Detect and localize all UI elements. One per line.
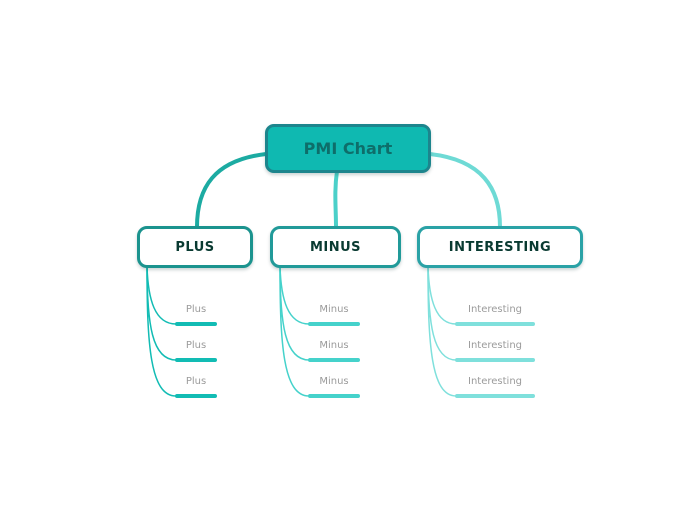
leaf-underline <box>308 322 360 326</box>
connector-plus-leaf-3 <box>146 265 177 397</box>
leaf-label: Plus <box>185 304 207 315</box>
leaf-label: Interesting <box>468 340 522 351</box>
leaf-node-plus-3[interactable]: Plus <box>175 374 217 398</box>
branch-node-plus[interactable]: PLUS <box>137 226 253 268</box>
leaf-label: Minus <box>319 304 349 315</box>
leaf-node-interesting-3[interactable]: Interesting <box>455 374 535 398</box>
leaf-label: Interesting <box>468 376 522 387</box>
branch-node-plus-label: PLUS <box>175 239 215 255</box>
connector-root-interesting <box>428 152 502 229</box>
leaf-label: Plus <box>185 376 207 387</box>
branch-node-interesting[interactable]: INTERESTING <box>417 226 583 268</box>
leaf-underline <box>308 394 360 398</box>
leaf-underline <box>455 394 535 398</box>
connector-plus-leaf-2 <box>146 265 177 361</box>
leaf-underline <box>455 322 535 326</box>
leaf-node-interesting-1[interactable]: Interesting <box>455 302 535 326</box>
leaf-node-minus-1[interactable]: Minus <box>308 302 360 326</box>
connector-interesting-leaf-3 <box>427 265 457 397</box>
leaf-label: Interesting <box>468 304 522 315</box>
connector-plus-leaf-1 <box>146 265 177 325</box>
connector-minus-leaf-3 <box>279 265 310 397</box>
leaf-node-plus-1[interactable]: Plus <box>175 302 217 326</box>
leaf-node-interesting-2[interactable]: Interesting <box>455 338 535 362</box>
connector-minus-leaf-2 <box>279 265 310 361</box>
connector-minus-leaf-1 <box>279 265 310 325</box>
root-node-label: PMI Chart <box>303 139 393 158</box>
leaf-underline <box>175 322 217 326</box>
connector-interesting-leaf-1 <box>427 265 457 325</box>
leaf-underline <box>175 358 217 362</box>
connector-interesting-leaf-2 <box>427 265 457 361</box>
leaf-label: Minus <box>319 376 349 387</box>
leaf-underline <box>175 394 217 398</box>
leaf-node-minus-2[interactable]: Minus <box>308 338 360 362</box>
root-node[interactable]: PMI Chart <box>265 124 431 173</box>
leaf-node-plus-2[interactable]: Plus <box>175 338 217 362</box>
connector-root-plus <box>195 152 268 229</box>
leaf-node-minus-3[interactable]: Minus <box>308 374 360 398</box>
leaf-underline <box>308 358 360 362</box>
branch-node-interesting-label: INTERESTING <box>448 239 552 255</box>
connector-root-minus <box>333 169 339 229</box>
leaf-label: Plus <box>185 340 207 351</box>
branch-node-minus[interactable]: MINUS <box>270 226 401 268</box>
leaf-underline <box>455 358 535 362</box>
branch-node-minus-label: MINUS <box>309 239 362 255</box>
leaf-label: Minus <box>319 340 349 351</box>
